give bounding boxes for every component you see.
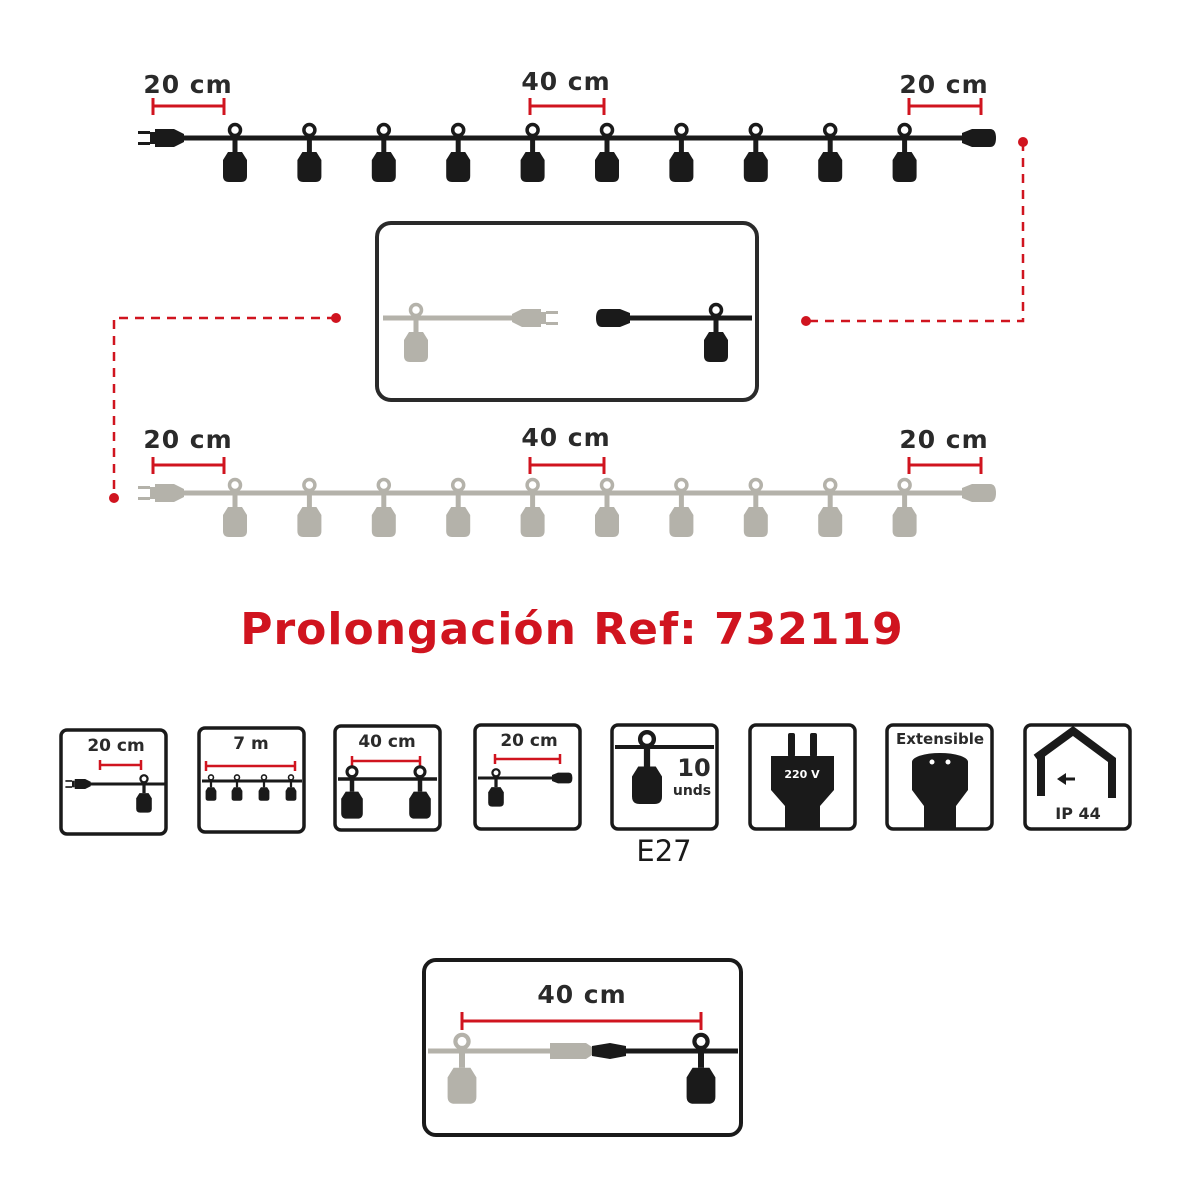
bottom-bulb-icon	[744, 480, 768, 538]
top-bulb-icon	[595, 125, 619, 183]
icon-extensible	[885, 723, 994, 831]
bottom-bulb-icon	[818, 480, 842, 538]
ip-rating-label: IP 44	[1055, 804, 1101, 823]
bottom-socket-icon	[962, 484, 996, 502]
icon-total-length	[197, 726, 306, 834]
connection-guides	[112, 142, 1025, 498]
product-title: Prolongación Ref: 732119	[240, 604, 904, 655]
detail-spacing-label: 40 cm	[537, 980, 627, 1009]
icon-ip-rating	[1023, 723, 1132, 831]
icon-end-spacing-plug-label: 20 cm	[87, 736, 145, 756]
top-bulb-icon	[297, 125, 321, 183]
bottom-right-spacing-label: 20 cm	[899, 425, 989, 454]
icon-plug-voltage	[748, 723, 857, 831]
bottom-bulb-icon	[669, 480, 693, 538]
top-bulb-icon	[446, 125, 470, 183]
extensible-label: Extensible	[895, 730, 985, 748]
joint-detail-box	[375, 221, 759, 402]
bulb-socket-type: E27	[636, 834, 692, 868]
left-dashed-guide	[112, 316, 336, 498]
top-bulb-icon	[521, 125, 545, 183]
bottom-bulb-icon	[521, 480, 545, 538]
icon-end-spacing-socket-label: 20 cm	[500, 731, 558, 751]
top-bulbs	[223, 125, 917, 183]
top-light-string	[138, 125, 996, 183]
bottom-bulb-icon	[372, 480, 396, 538]
top-dimension-marks	[151, 98, 983, 115]
feature-icons	[59, 723, 1132, 836]
right-dashed-guide	[806, 142, 1025, 323]
bottom-dimension-marks	[151, 457, 983, 474]
top-bulb-icon	[818, 125, 842, 183]
icon-total-length-label: 7 m	[233, 734, 269, 754]
top-socket-icon	[962, 129, 996, 147]
bottom-light-string	[138, 480, 996, 538]
top-bulb-icon	[372, 125, 396, 183]
bottom-bulb-icon	[223, 480, 247, 538]
top-bulb-icon	[744, 125, 768, 183]
joint-dark-end	[596, 305, 752, 363]
top-bulb-icon	[223, 125, 247, 183]
bottom-bulb-icon	[297, 480, 321, 538]
bottom-plug-icon	[138, 484, 184, 502]
top-middle-spacing-label: 40 cm	[521, 67, 611, 96]
icon-end-spacing-plug	[59, 728, 168, 836]
bottom-bulb-icon	[595, 480, 619, 538]
bottom-middle-spacing-label: 40 cm	[521, 423, 611, 452]
icon-bulb-spacing-label: 40 cm	[358, 732, 416, 752]
icon-bulb-count	[610, 723, 719, 831]
bottom-bulb-icon	[893, 480, 917, 538]
joint-grey-end	[383, 305, 558, 363]
top-bulb-icon	[893, 125, 917, 183]
top-right-spacing-label: 20 cm	[899, 70, 989, 99]
top-bulb-icon	[669, 125, 693, 183]
bottom-left-spacing-label: 20 cm	[143, 425, 233, 454]
top-plug-icon	[138, 129, 184, 147]
top-left-spacing-label: 20 cm	[143, 70, 233, 99]
bottom-bulb-icon	[446, 480, 470, 538]
bottom-bulbs	[223, 480, 917, 538]
bulb-count-value: 10	[677, 754, 711, 782]
bulb-count-unit: unds	[672, 783, 712, 799]
guide-dots	[109, 137, 1028, 503]
joint-dark-socket-icon	[596, 309, 630, 327]
plug-voltage-label: 220 V	[784, 768, 820, 781]
icon-bulb-spacing	[333, 724, 442, 832]
spacing-detail-box	[422, 958, 743, 1137]
icon-end-spacing-socket	[473, 723, 582, 831]
